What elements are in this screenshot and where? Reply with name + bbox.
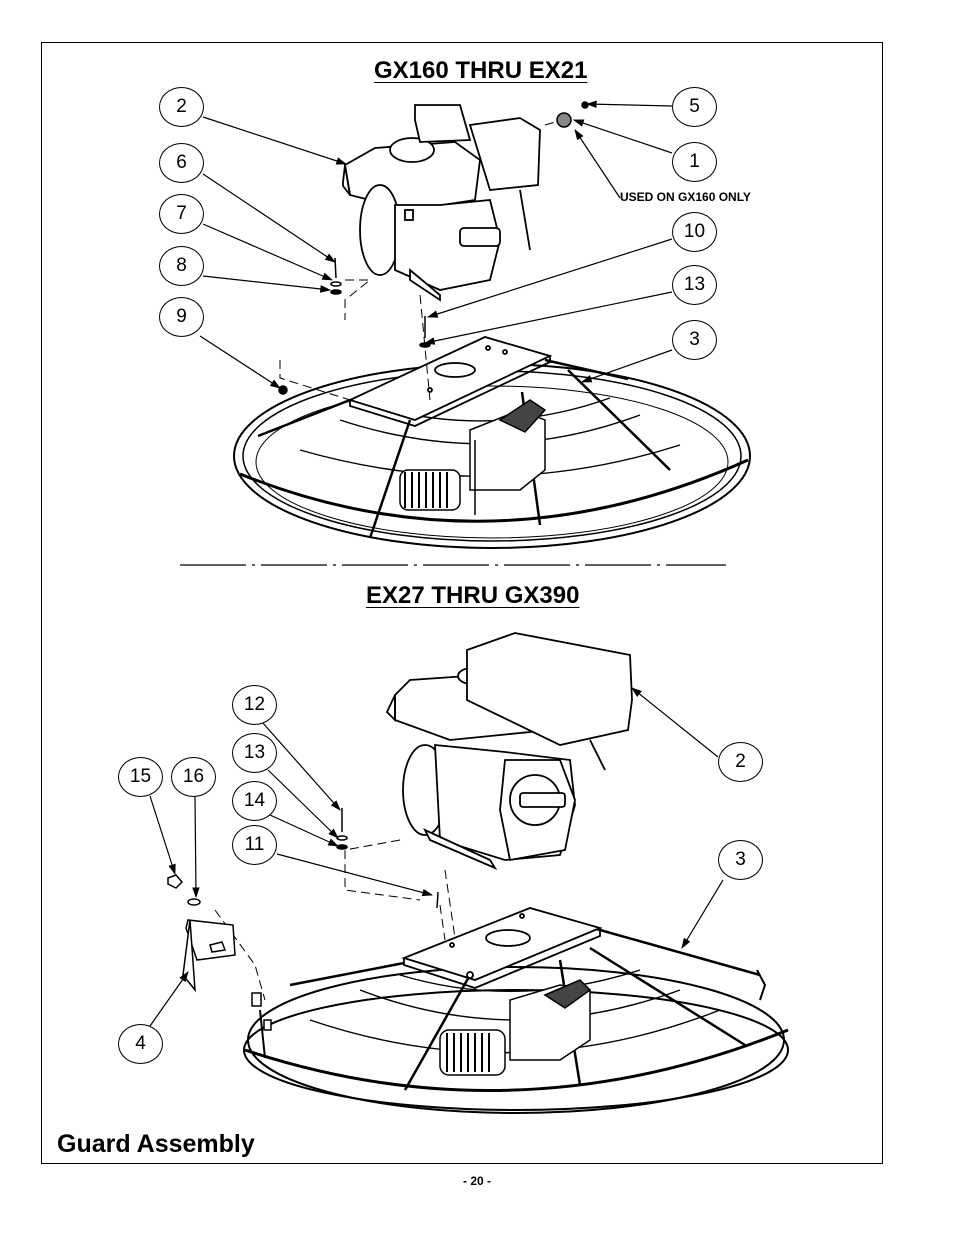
callout-top-2: 2: [159, 87, 204, 127]
callout-top-7: 7: [159, 194, 204, 234]
callout-bottom-12: 12: [232, 685, 277, 725]
callout-top-10: 10: [672, 212, 717, 252]
callout-bottom-2: 2: [718, 742, 763, 782]
bottom-mounting-plate: [401, 907, 603, 989]
bottom-hardware: [167, 808, 439, 1031]
callout-bottom-13: 13: [232, 733, 277, 773]
callout-bottom-3: 3: [718, 840, 763, 880]
gx160-only-note: USED ON GX160 ONLY: [620, 190, 751, 204]
bottom-gearbox: [439, 979, 592, 1076]
callout-top-8: 8: [159, 246, 204, 286]
callout-top-6: 6: [159, 143, 204, 183]
top-mounting-plate: [347, 336, 553, 427]
callout-top-13: 13: [672, 265, 717, 305]
callout-top-9: 9: [159, 297, 204, 337]
section-title-ex27-thru-gx390: EX27 THRU GX390: [366, 582, 580, 609]
callout-top-3: 3: [672, 320, 717, 360]
callout-top-5: 5: [672, 87, 717, 127]
callout-bottom-16: 16: [171, 757, 216, 797]
callout-top-1: 1: [672, 142, 717, 182]
top-gearbox: [399, 399, 547, 515]
callout-bottom-14: 14: [232, 781, 277, 821]
callout-leaders: [149, 100, 724, 1027]
section-title-gx160-thru-ex21: GX160 THRU EX21: [374, 57, 588, 84]
top-trowel-assembly: [233, 101, 751, 549]
callout-bottom-15: 15: [118, 757, 163, 797]
top-engine: [342, 104, 541, 302]
page-title-guard-assembly: Guard Assembly: [57, 1130, 255, 1158]
callout-bottom-11: 11: [232, 825, 277, 865]
page-frame: [41, 42, 883, 1164]
bottom-engine: [385, 632, 633, 870]
page-number: - 20 -: [462, 1174, 491, 1188]
bottom-guard-ring: [243, 966, 789, 1114]
callout-bottom-4: 4: [118, 1024, 163, 1064]
bottom-trowel-assembly: [167, 632, 789, 1114]
